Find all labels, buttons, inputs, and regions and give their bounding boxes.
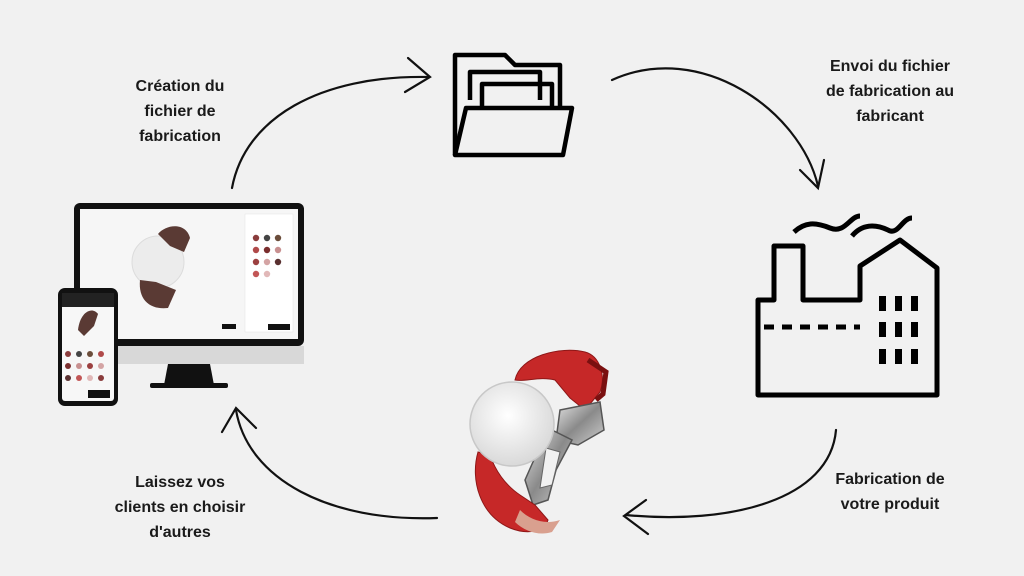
arrow-watch-to-devices: [220, 406, 439, 520]
step-label-line: votre produit: [840, 496, 940, 513]
watch-product-image: [469, 349, 609, 534]
arrow-creation-to-folder: [230, 56, 432, 190]
step-label-creation: Création du fichier de fabrication: [100, 74, 260, 149]
step-label-fabrication: Fabrication de votre produit: [810, 467, 970, 517]
swatch-grid-desktop: [252, 234, 282, 278]
step-label-line: Envoi du fichier: [829, 58, 950, 75]
step-label-line: de fabrication au: [825, 83, 955, 100]
step-label-line: d'autres: [149, 524, 211, 541]
step-label-line: fabrication: [139, 128, 221, 145]
step-label-line: Création du: [135, 78, 225, 95]
arrow-folder-to-factory: [610, 67, 826, 191]
step-label-line: fichier de: [144, 103, 216, 120]
factory-windows: [879, 296, 918, 364]
step-label-line: Fabrication de: [835, 471, 945, 488]
step-label-line: Laissez vos: [135, 474, 225, 491]
configurator-devices-image: [58, 203, 304, 406]
arrow-factory-to-watch: [622, 428, 838, 536]
step-label-laissez: Laissez vos clients en choisir d'autres: [90, 470, 270, 545]
factory-icon: [755, 213, 940, 398]
step-label-line: clients en choisir: [114, 499, 246, 516]
step-label-line: fabricant: [856, 108, 924, 125]
buckle-clasp: [524, 401, 605, 506]
swatch-grid-mobile: [65, 351, 104, 381]
folder-icon: [452, 52, 575, 158]
step-label-envoi: Envoi du fichier de fabrication au fabri…: [800, 54, 980, 129]
